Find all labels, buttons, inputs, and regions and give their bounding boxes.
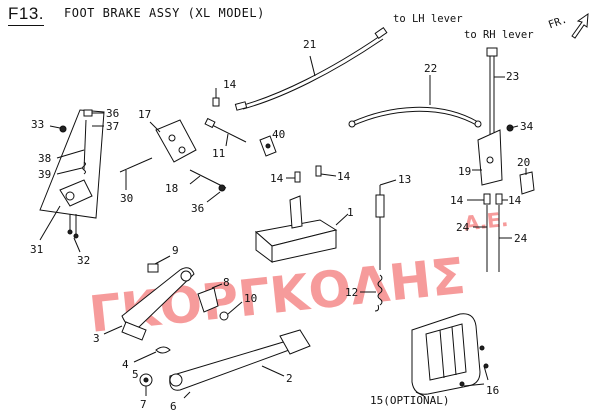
cable-21 [234,26,388,111]
pedal-arm-3 [103,267,195,341]
callout-5: 5 [132,368,139,381]
callout-36-upper: 36 [106,107,119,120]
callout-20: 20 [517,156,530,169]
callout-24-b: 24 [514,232,528,245]
bushing-40 [259,135,277,157]
spring-4 [133,346,171,363]
front-direction-note: FR. [547,14,569,32]
callout-2: 2 [286,372,293,385]
callout-24-a: 24 [456,221,470,234]
figure-code: F13. [8,4,45,26]
clip-10 [219,301,243,321]
callout-31: 31 [30,243,43,256]
callout-1: 1 [347,206,354,219]
callout-37: 37 [106,120,119,133]
callout-17: 17 [138,108,151,121]
front-arrow-icon [571,12,589,39]
callout-33: 33 [31,118,44,131]
clip-20 [519,168,535,195]
figure-title: FOOT BRAKE ASSY (XL MODEL) [64,6,265,20]
callout-32: 32 [77,254,90,267]
callout-40: 40 [272,128,285,141]
bracket-8 [197,283,223,313]
bolts-16 [459,345,489,387]
joint-14-top [212,88,220,107]
joint-14-right [467,193,508,205]
bracket-1 [254,195,349,263]
caliper-31 [39,179,93,241]
callout-30: 30 [120,192,133,205]
bolt-34 [506,124,519,132]
callout-22: 22 [424,62,437,75]
cable-23 [486,47,505,140]
spring-39 [56,161,86,175]
callout-11: 11 [212,147,225,160]
callout-39: 39 [38,168,51,181]
spring-12 [360,274,383,312]
callout-14-right-a: 14 [450,194,464,207]
callout-8: 8 [223,276,230,289]
callout-14-top: 14 [223,78,237,91]
callout-14-center-a: 14 [270,172,284,185]
to-rh-lever-note: to RH lever [464,29,534,41]
rod-18 [189,169,227,189]
rod-11 [204,117,247,147]
callout-18: 18 [165,182,178,195]
callout-38: 38 [38,152,51,165]
callout-19: 19 [458,165,471,178]
callout-10: 10 [244,292,257,305]
callout-34: 34 [520,120,534,133]
bolts-32 [67,214,81,253]
left-assembly-panel [39,109,105,219]
callout-36-lower: 36 [191,202,204,215]
rod-13 [375,179,397,270]
callout-16: 16 [486,384,499,397]
pedal-pad-15 [411,313,481,397]
bolt-9 [147,255,171,273]
cable-24 [473,205,512,272]
callout-12: 12 [345,286,358,299]
bolt-36-upper [83,109,104,117]
callout-6: 6 [170,400,177,413]
rod-30 [119,157,153,190]
bolt-36-lower [206,184,226,203]
callout-7: 7 [140,398,147,411]
cable-22 [348,75,482,128]
plate-17 [149,119,197,163]
callout-23: 23 [506,70,519,83]
callout-21: 21 [303,38,316,51]
to-lh-lever-note: to LH lever [393,13,463,25]
callout-9: 9 [172,244,179,257]
callout-14-center-b: 14 [337,170,351,183]
pedal-2 [169,329,311,391]
callout-15: 15(OPTIONAL) [370,394,449,407]
pivot-5 [139,373,153,387]
callout-14-right-b: 14 [508,194,522,207]
pin-6 [183,391,191,399]
callout-3: 3 [93,332,100,345]
joint-14-center [286,165,337,183]
callout-4: 4 [122,358,129,371]
bracket-19 [472,129,503,186]
watermark-suffix: Α.Ε. [463,207,510,236]
callout-13: 13 [398,173,411,186]
bolt-33 [49,125,67,133]
